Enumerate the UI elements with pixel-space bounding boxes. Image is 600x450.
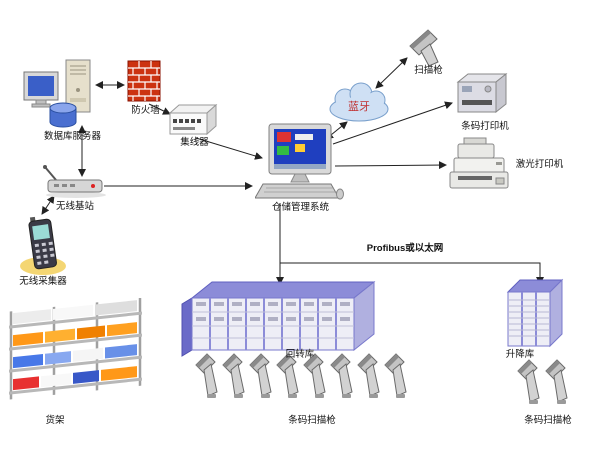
link-bluetooth-scanner <box>375 57 408 89</box>
scanners-right-label: 条码扫描枪 <box>524 415 572 426</box>
database-server-icon <box>22 58 117 135</box>
barcode-scanner-gun-icon <box>248 352 274 405</box>
rack-icon <box>5 297 143 408</box>
link-firewall-hub <box>148 103 171 115</box>
wireless-collector-icon <box>18 216 68 281</box>
wireless-collector-label: 无线采集器 <box>19 276 67 287</box>
barcode-scanner-gun-icon <box>221 352 247 405</box>
link-computer-barcode-printer <box>332 101 453 145</box>
bluetooth-label: 蓝牙 <box>348 100 370 113</box>
link-basestation-collector <box>41 195 55 215</box>
barcode-scanner-gun-icon <box>383 352 409 405</box>
link-hub-computer <box>195 137 263 160</box>
barcode-printer-label: 条码打印机 <box>461 121 509 132</box>
carousel-warehouse-icon <box>178 274 378 363</box>
wireless-base-label: 无线基站 <box>55 201 94 212</box>
laser-printer-label: 激光打印机 <box>515 159 564 170</box>
laser-printer-icon <box>446 134 514 199</box>
wms-label: 仓储管理系统 <box>271 202 329 213</box>
link-bus-lift <box>280 262 544 285</box>
barcode-scanner-gun-icon <box>544 358 570 411</box>
barcode-printer-icon <box>450 70 510 125</box>
firewall-icon <box>127 60 161 107</box>
database-server-label: 数据库服务器 <box>43 131 101 142</box>
rack-label: 货架 <box>45 415 65 426</box>
barcode-scanner-gun-icon <box>356 352 382 405</box>
scanners-center-label: 条码扫描枪 <box>288 415 336 426</box>
firewall-label: 防火墙 <box>131 105 160 116</box>
link-computer-laser-printer <box>334 161 447 170</box>
barcode-scanner-gun-icon <box>516 358 542 411</box>
lift-warehouse-icon <box>500 272 570 357</box>
hub-icon <box>166 103 218 141</box>
wireless-base-icon <box>40 164 108 203</box>
barcode-scanner-gun-icon <box>194 352 220 405</box>
scanner-gun-icon <box>404 26 448 71</box>
carousel-label: 回转库 <box>285 349 315 360</box>
barcode-scanner-gun-icon <box>329 352 355 405</box>
scanner-gun-label: 扫描枪 <box>414 65 443 76</box>
lift-label: 升降库 <box>505 349 535 360</box>
bluetooth-cloud-icon: 蓝牙 <box>327 82 391 129</box>
wms-computer-icon <box>254 122 345 209</box>
hub-label: 集线器 <box>180 137 209 148</box>
bus-label: Profibus或以太网 <box>366 243 444 254</box>
